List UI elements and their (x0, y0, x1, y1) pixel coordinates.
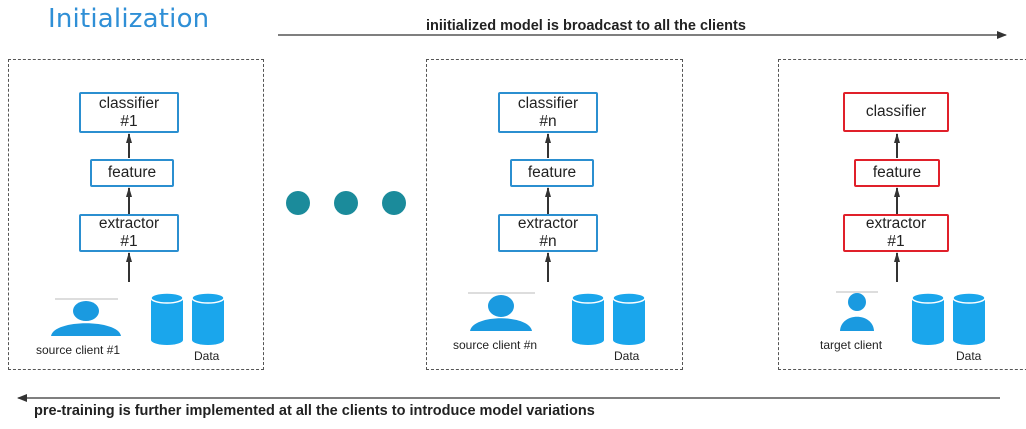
pretraining-caption: pre-training is further implemented at a… (34, 403, 595, 419)
extractor-box: extractor #n (498, 214, 598, 252)
extractor-box: extractor #1 (79, 214, 179, 252)
database-icon (571, 292, 646, 345)
feature-box: feature (854, 159, 940, 187)
client-label: source client #1 (36, 343, 121, 357)
diagram-title: Initialization (48, 4, 210, 34)
source-client-n-panel (426, 59, 683, 370)
extractor-box: extractor #1 (843, 214, 949, 252)
data-label: Data (194, 349, 220, 363)
classifier-box: classifier #n (498, 92, 598, 133)
classifier-box: classifier (843, 92, 949, 132)
ellipsis-dot (334, 191, 358, 215)
person-icon (51, 298, 121, 336)
classifier-box: classifier #1 (79, 92, 179, 133)
ellipsis-dot (382, 191, 406, 215)
source-client-1-panel (8, 59, 264, 370)
feature-box: feature (510, 159, 594, 187)
client-label: target client (820, 338, 883, 352)
database-icon (150, 292, 225, 345)
person-icon (836, 291, 878, 331)
data-label: Data (956, 349, 982, 363)
broadcast-caption: iniitialized model is broadcast to all t… (426, 18, 746, 34)
client-label: source client #n (453, 338, 538, 352)
ellipsis-dot (286, 191, 310, 215)
data-label: Data (614, 349, 640, 363)
person-icon (468, 292, 535, 331)
target-client-panel (778, 59, 1026, 370)
feature-box: feature (90, 159, 174, 187)
database-icon (911, 292, 986, 345)
